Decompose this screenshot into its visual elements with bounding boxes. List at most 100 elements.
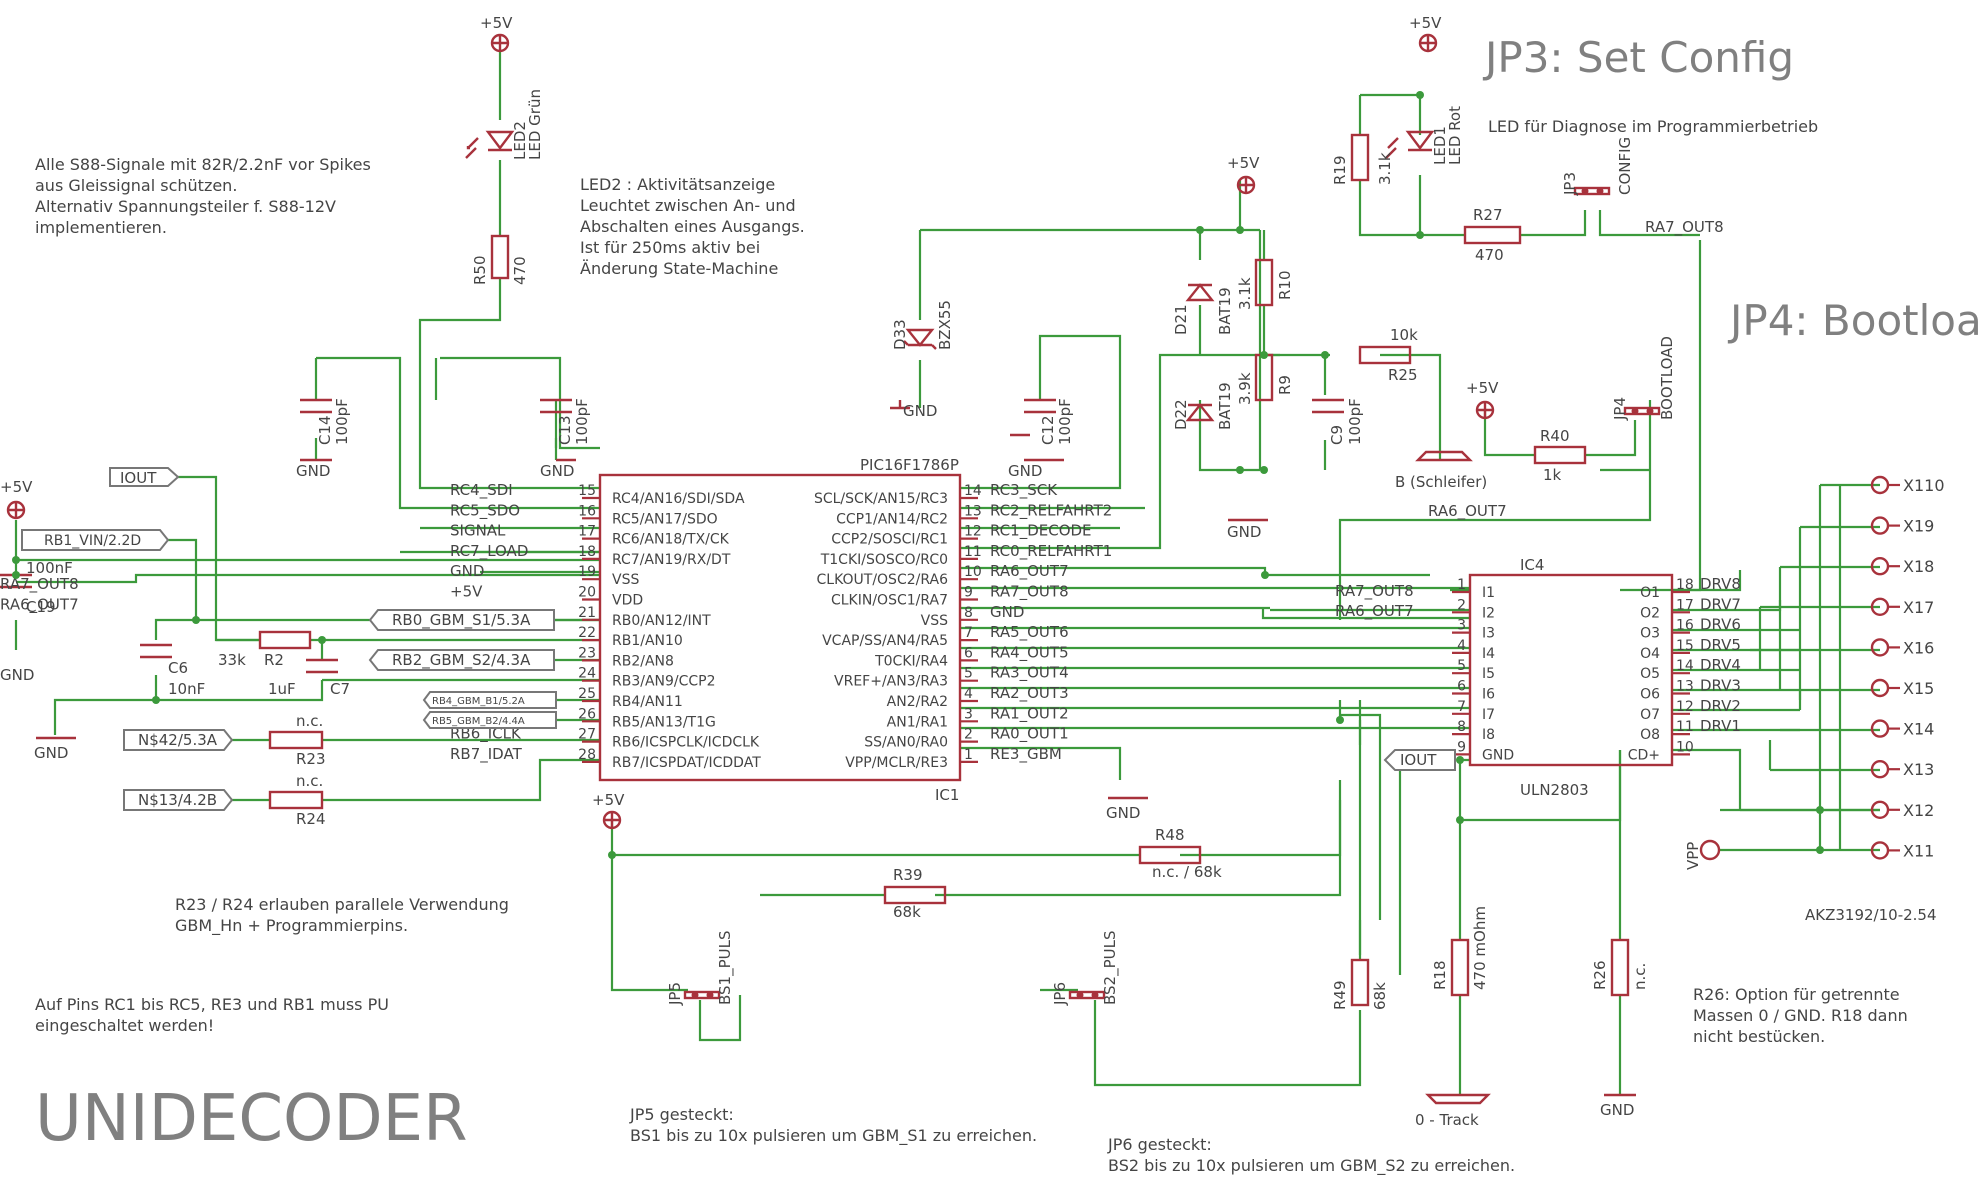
ic4-body: [1468, 573, 1674, 767]
pin-number: 8: [964, 605, 973, 621]
r9-body: [1254, 353, 1274, 402]
pin-number: 4: [964, 686, 973, 702]
svg-text:BZX55: BZX55: [936, 300, 954, 350]
net-label: RA6_OUT7: [0, 595, 79, 614]
svg-text:GND: GND: [1106, 804, 1140, 822]
svg-text:RA7_OUT8: RA7_OUT8: [1335, 582, 1414, 601]
jp5-symbol: [683, 990, 721, 1000]
svg-text:R9: R9: [1276, 375, 1294, 395]
svg-text:R24: R24: [296, 810, 326, 828]
svg-text:LED Grün: LED Grün: [526, 89, 544, 160]
svg-text:Alternativ Spannungsteiler f.: Alternativ Spannungsteiler f. S88-12V: [35, 197, 336, 216]
svg-text:Leuchtet zwischen An- und: Leuchtet zwischen An- und: [580, 196, 796, 215]
pin-name: I7: [1482, 707, 1495, 723]
pin-number: 17: [1676, 597, 1694, 613]
pin-number: 2: [964, 727, 973, 743]
pin-name: RC7/AN19/RX/DT: [612, 552, 731, 568]
pin-number: 1: [1457, 577, 1466, 593]
svg-text:R25: R25: [1388, 366, 1418, 384]
pin-number: 16: [578, 503, 596, 519]
svg-text:JP4: JP4: [1611, 397, 1629, 421]
pin-name: VSS: [612, 572, 639, 588]
terminal-pad: [1870, 719, 1890, 738]
svg-text:+5V: +5V: [0, 478, 33, 496]
part-labels: LED2 LED Grün R50 470 LED1 LED Rot R19 3…: [26, 89, 1676, 1010]
pin-number: 14: [1676, 658, 1694, 674]
svg-text:GND: GND: [540, 462, 574, 480]
pin-name: O1: [1640, 585, 1660, 601]
jp6-symbol: [1068, 990, 1106, 1000]
pin-number: 18: [1676, 577, 1694, 593]
svg-text:100pF: 100pF: [573, 398, 591, 445]
junctions: [12, 91, 1824, 859]
pin-number: 27: [578, 727, 596, 743]
svg-text:GBM_Hn + Programmierpins.: GBM_Hn + Programmierpins.: [175, 916, 408, 936]
svg-text:C12: C12: [1039, 415, 1057, 445]
svg-text:1uF: 1uF: [268, 680, 296, 698]
svg-text:+5V: +5V: [1227, 154, 1260, 172]
vcc-symbol-bottom: [602, 810, 622, 830]
svg-text:GND: GND: [903, 402, 937, 420]
svg-text:BS2 bis zu 10x pulsieren um GB: BS2 bis zu 10x pulsieren um GBM_S2 zu er…: [1108, 1156, 1515, 1176]
net-label: DRV2: [1700, 697, 1741, 715]
r10-body: [1254, 258, 1274, 307]
pin-name: RC6/AN18/TX/CK: [612, 532, 730, 548]
gnd-symbol: [36, 433, 1636, 1097]
svg-text:BOOTLOAD: BOOTLOAD: [1658, 336, 1676, 420]
net-label-rb1-vin: RB1_VIN/2.2D: [21, 529, 170, 551]
vcc-symbol-led1: [1418, 33, 1438, 53]
svg-text:10k: 10k: [1390, 326, 1418, 344]
r50-body: [490, 234, 510, 280]
pin-name: T1CKI/SOSCO/RC0: [820, 552, 948, 568]
net-label: RC2_RELFAHRT2: [990, 501, 1112, 520]
pin-number: 2: [1457, 597, 1466, 613]
ic4-name: ULN2803: [1520, 781, 1589, 799]
terminal-label: X18: [1903, 557, 1934, 576]
pin-number: 26: [578, 706, 596, 722]
net-label: RA6_OUT7: [990, 562, 1069, 581]
r48-body: [1138, 845, 1202, 865]
svg-text:R40: R40: [1540, 427, 1570, 445]
net-label: +5V: [450, 583, 483, 601]
pin-number: 14: [964, 483, 982, 499]
svg-text:Änderung State-Machine: Änderung State-Machine: [580, 259, 778, 278]
terminal-label: X17: [1903, 598, 1934, 617]
pin-number: 20: [578, 585, 596, 601]
pin-name: VPP/MCLR/RE3: [845, 755, 948, 771]
svg-text:100pF: 100pF: [1056, 398, 1074, 445]
svg-text:CONFIG: CONFIG: [1616, 137, 1634, 195]
net-label-rb0-gbm: RB0_GBM_S1/5.3A: [368, 609, 555, 631]
note-led2: LED2 : Aktivitätsanzeige Leuchtet zwisch…: [580, 175, 805, 278]
pin-name: RB4/AN11: [612, 694, 683, 710]
svg-text:100pF: 100pF: [1346, 398, 1364, 445]
net-label: DRV1: [1700, 717, 1741, 735]
note-jp6: JP6 gesteckt: BS2 bis zu 10x pulsieren u…: [1107, 1135, 1515, 1176]
vpp-pad: [1699, 839, 1721, 861]
svg-text:BS1 bis zu 10x pulsieren um GB: BS1 bis zu 10x pulsieren um GBM_S1 zu er…: [630, 1126, 1037, 1146]
net-label: RE3_GBM: [990, 745, 1062, 764]
net-label: RA7_OUT8: [990, 583, 1069, 602]
svg-text:68k: 68k: [893, 903, 921, 921]
terminal-label: X14: [1903, 720, 1934, 739]
pin-name: RC5/AN17/SDO: [612, 511, 718, 527]
net-label: RA1_OUT2: [990, 704, 1069, 723]
jp3-title: JP3: Set Config: [1482, 33, 1794, 82]
svg-text:B (Schleifer): B (Schleifer): [1395, 473, 1487, 491]
track-symbol: [1425, 1093, 1491, 1105]
pin-name: GND: [1482, 747, 1514, 763]
pin-number: 17: [578, 524, 596, 540]
svg-text:C13: C13: [556, 415, 574, 445]
pin-number: 22: [578, 625, 596, 641]
net-label-n42: N$42/5.3A: [123, 729, 234, 751]
sheet-title: UNIDECODER: [35, 1082, 468, 1156]
pin-number: 3: [1457, 618, 1466, 634]
net-label-iout-uln: IOUT: [1383, 749, 1456, 771]
r26-body: [1610, 938, 1630, 997]
net-label-rb4-gbm: RB4_GBM_B1/5.2A: [422, 691, 557, 709]
svg-text:n.c.: n.c.: [296, 772, 323, 790]
ic1-body: [598, 473, 962, 782]
svg-text:GND: GND: [34, 744, 68, 762]
net-label: RA2_OUT3: [990, 684, 1069, 703]
net-label: DRV6: [1700, 616, 1741, 634]
